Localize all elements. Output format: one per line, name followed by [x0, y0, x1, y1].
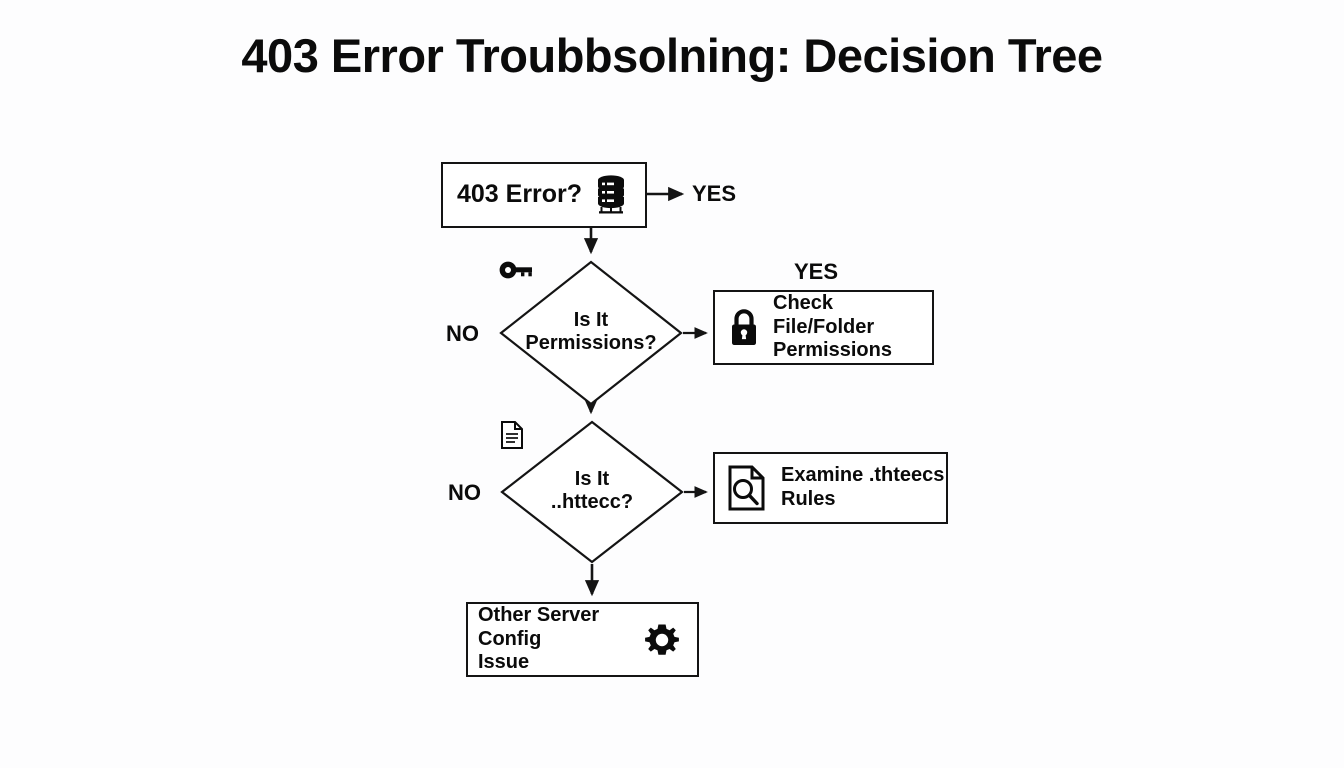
edge-label-start-yes: YES	[692, 181, 737, 206]
node-403-error-label: 403 Error?	[457, 180, 583, 209]
edge-label-htaccess-no: NO	[448, 480, 481, 505]
node-403-error[interactable]: 403 Error?	[441, 162, 647, 228]
node-is-it-htaccess[interactable]: Is It ..httecc?	[500, 420, 684, 564]
gear-icon	[645, 623, 679, 657]
edge-label-permissions-no: NO	[446, 321, 479, 346]
database-server-icon	[592, 173, 630, 217]
node-check-permissions[interactable]: Check File/Folder Permissions	[713, 290, 934, 365]
document-search-icon	[727, 464, 767, 512]
lock-icon	[727, 307, 761, 349]
node-other-server-config[interactable]: Other Server Config Issue	[466, 602, 699, 677]
node-examine-rules-label: Examine .thteecs Rules	[781, 464, 945, 510]
node-check-permissions-label: Check File/Folder Permissions	[773, 292, 892, 362]
edge-label-permissions-yes: YES	[794, 259, 839, 284]
node-examine-rules[interactable]: Examine .thteecs Rules	[713, 452, 948, 524]
node-other-server-config-label: Other Server Config Issue	[478, 604, 600, 674]
page-title: 403 Error Troubbsolning: Decision Tree	[241, 29, 1103, 82]
node-is-it-permissions[interactable]: Is It Permissions?	[499, 260, 683, 406]
